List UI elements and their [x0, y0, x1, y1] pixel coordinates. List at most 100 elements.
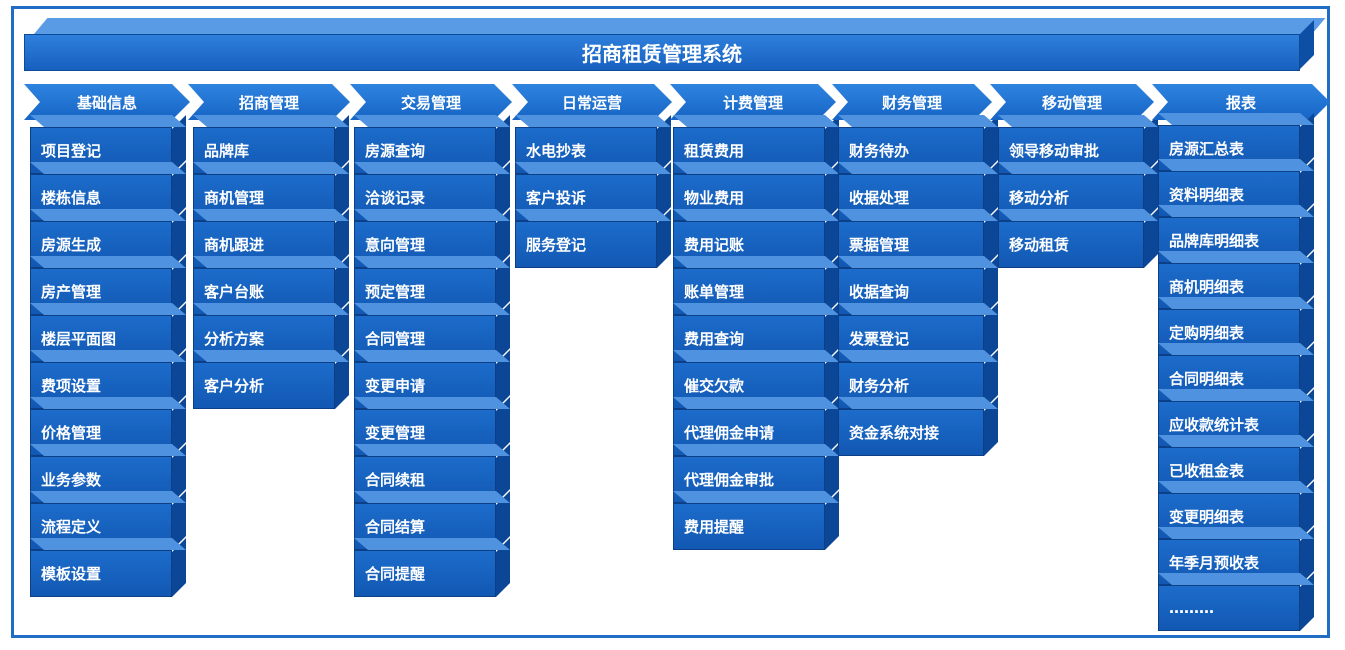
module-box-side	[172, 303, 186, 362]
module-box-top	[30, 209, 186, 221]
module-box-top	[354, 444, 510, 456]
column-header-4: 日常运营	[512, 84, 672, 120]
module-box-side	[172, 256, 186, 315]
module-box-side	[172, 350, 186, 409]
module-box-side	[1300, 389, 1314, 447]
module-box-side	[496, 303, 510, 362]
module-box-side	[496, 350, 510, 409]
module-box-top	[193, 256, 349, 268]
module-box-top	[193, 350, 349, 362]
module-box-top	[1158, 481, 1314, 493]
module-box-side	[984, 115, 998, 174]
module-box-side	[496, 115, 510, 174]
module-box-side	[825, 115, 839, 174]
module-box-top	[998, 209, 1158, 221]
module-box-side	[172, 162, 186, 221]
module-box-top	[673, 491, 839, 503]
module-box-side	[335, 256, 349, 315]
module-box-top	[354, 303, 510, 315]
column-header-1: 基础信息	[24, 84, 190, 120]
module-box-top	[673, 162, 839, 174]
module-box-side	[172, 209, 186, 268]
module-box-top	[673, 209, 839, 221]
module-box-top	[354, 162, 510, 174]
module-box-top	[30, 162, 186, 174]
module-box-top	[1158, 343, 1314, 355]
module-box-top	[30, 303, 186, 315]
module-box-side	[172, 444, 186, 503]
module-box-top	[354, 209, 510, 221]
module-box-side	[1300, 573, 1314, 631]
module-box-top	[30, 444, 186, 456]
title-bar-side-face	[1300, 20, 1314, 69]
module-box-top	[838, 256, 998, 268]
module-box-top	[354, 115, 510, 127]
module-box-side	[1300, 251, 1314, 309]
system-title: 招商租赁管理系统	[24, 34, 1300, 71]
module-box-top	[838, 209, 998, 221]
module-box-top	[1158, 205, 1314, 217]
module-box-side	[825, 209, 839, 268]
module-item: 资金系统对接	[838, 409, 984, 456]
title-bar-top-face	[34, 18, 1326, 34]
module-box-top	[673, 350, 839, 362]
module-box-side	[1300, 159, 1314, 217]
module-box-top	[1158, 297, 1314, 309]
module-box-side	[496, 209, 510, 268]
module-box-top	[193, 209, 349, 221]
module-box-top	[30, 397, 186, 409]
module-box-top	[30, 115, 186, 127]
module-box-top	[998, 115, 1158, 127]
module-box-side	[825, 162, 839, 221]
module-box-top	[30, 538, 186, 550]
module-box-side	[335, 162, 349, 221]
module-box-top	[30, 491, 186, 503]
module-box-side	[825, 256, 839, 315]
column-header-6: 财务管理	[832, 84, 992, 120]
module-box-top	[998, 162, 1158, 174]
module-item: 服务登记	[515, 221, 657, 268]
module-box-side	[984, 397, 998, 456]
module-box-side	[657, 209, 671, 268]
module-box-side	[172, 397, 186, 456]
module-box-side	[335, 209, 349, 268]
module-box-top	[30, 350, 186, 362]
module-box-top	[354, 256, 510, 268]
module-box-side	[496, 256, 510, 315]
module-item: ………	[1158, 585, 1300, 631]
module-box-side	[496, 397, 510, 456]
module-box-top	[1158, 527, 1314, 539]
module-box-top	[515, 115, 671, 127]
column-header-2: 招商管理	[188, 84, 350, 120]
module-box-top	[838, 397, 998, 409]
module-box-side	[335, 115, 349, 174]
module-box-top	[673, 444, 839, 456]
module-box-side	[1300, 205, 1314, 263]
module-box-side	[172, 491, 186, 550]
module-box-top	[673, 303, 839, 315]
module-box-top	[515, 209, 671, 221]
module-box-top	[838, 162, 998, 174]
module-box-top	[515, 162, 671, 174]
module-box-side	[1300, 527, 1314, 585]
module-box-side	[172, 115, 186, 174]
module-box-top	[838, 350, 998, 362]
module-box-top	[838, 303, 998, 315]
module-item: 合同提醒	[354, 550, 496, 597]
module-box-top	[354, 538, 510, 550]
module-box-top	[1158, 389, 1314, 401]
module-box-side	[1144, 115, 1158, 174]
module-box-side	[1300, 435, 1314, 493]
module-box-top	[193, 162, 349, 174]
module-box-top	[1158, 573, 1314, 585]
module-box-side	[1144, 209, 1158, 268]
module-box-side	[825, 303, 839, 362]
module-box-top	[1158, 113, 1314, 125]
column-header-5: 计费管理	[670, 84, 836, 120]
module-box-top	[1158, 251, 1314, 263]
module-box-side	[984, 350, 998, 409]
module-box-top	[354, 491, 510, 503]
module-box-top	[673, 397, 839, 409]
module-box-side	[172, 538, 186, 597]
module-box-side	[984, 162, 998, 221]
